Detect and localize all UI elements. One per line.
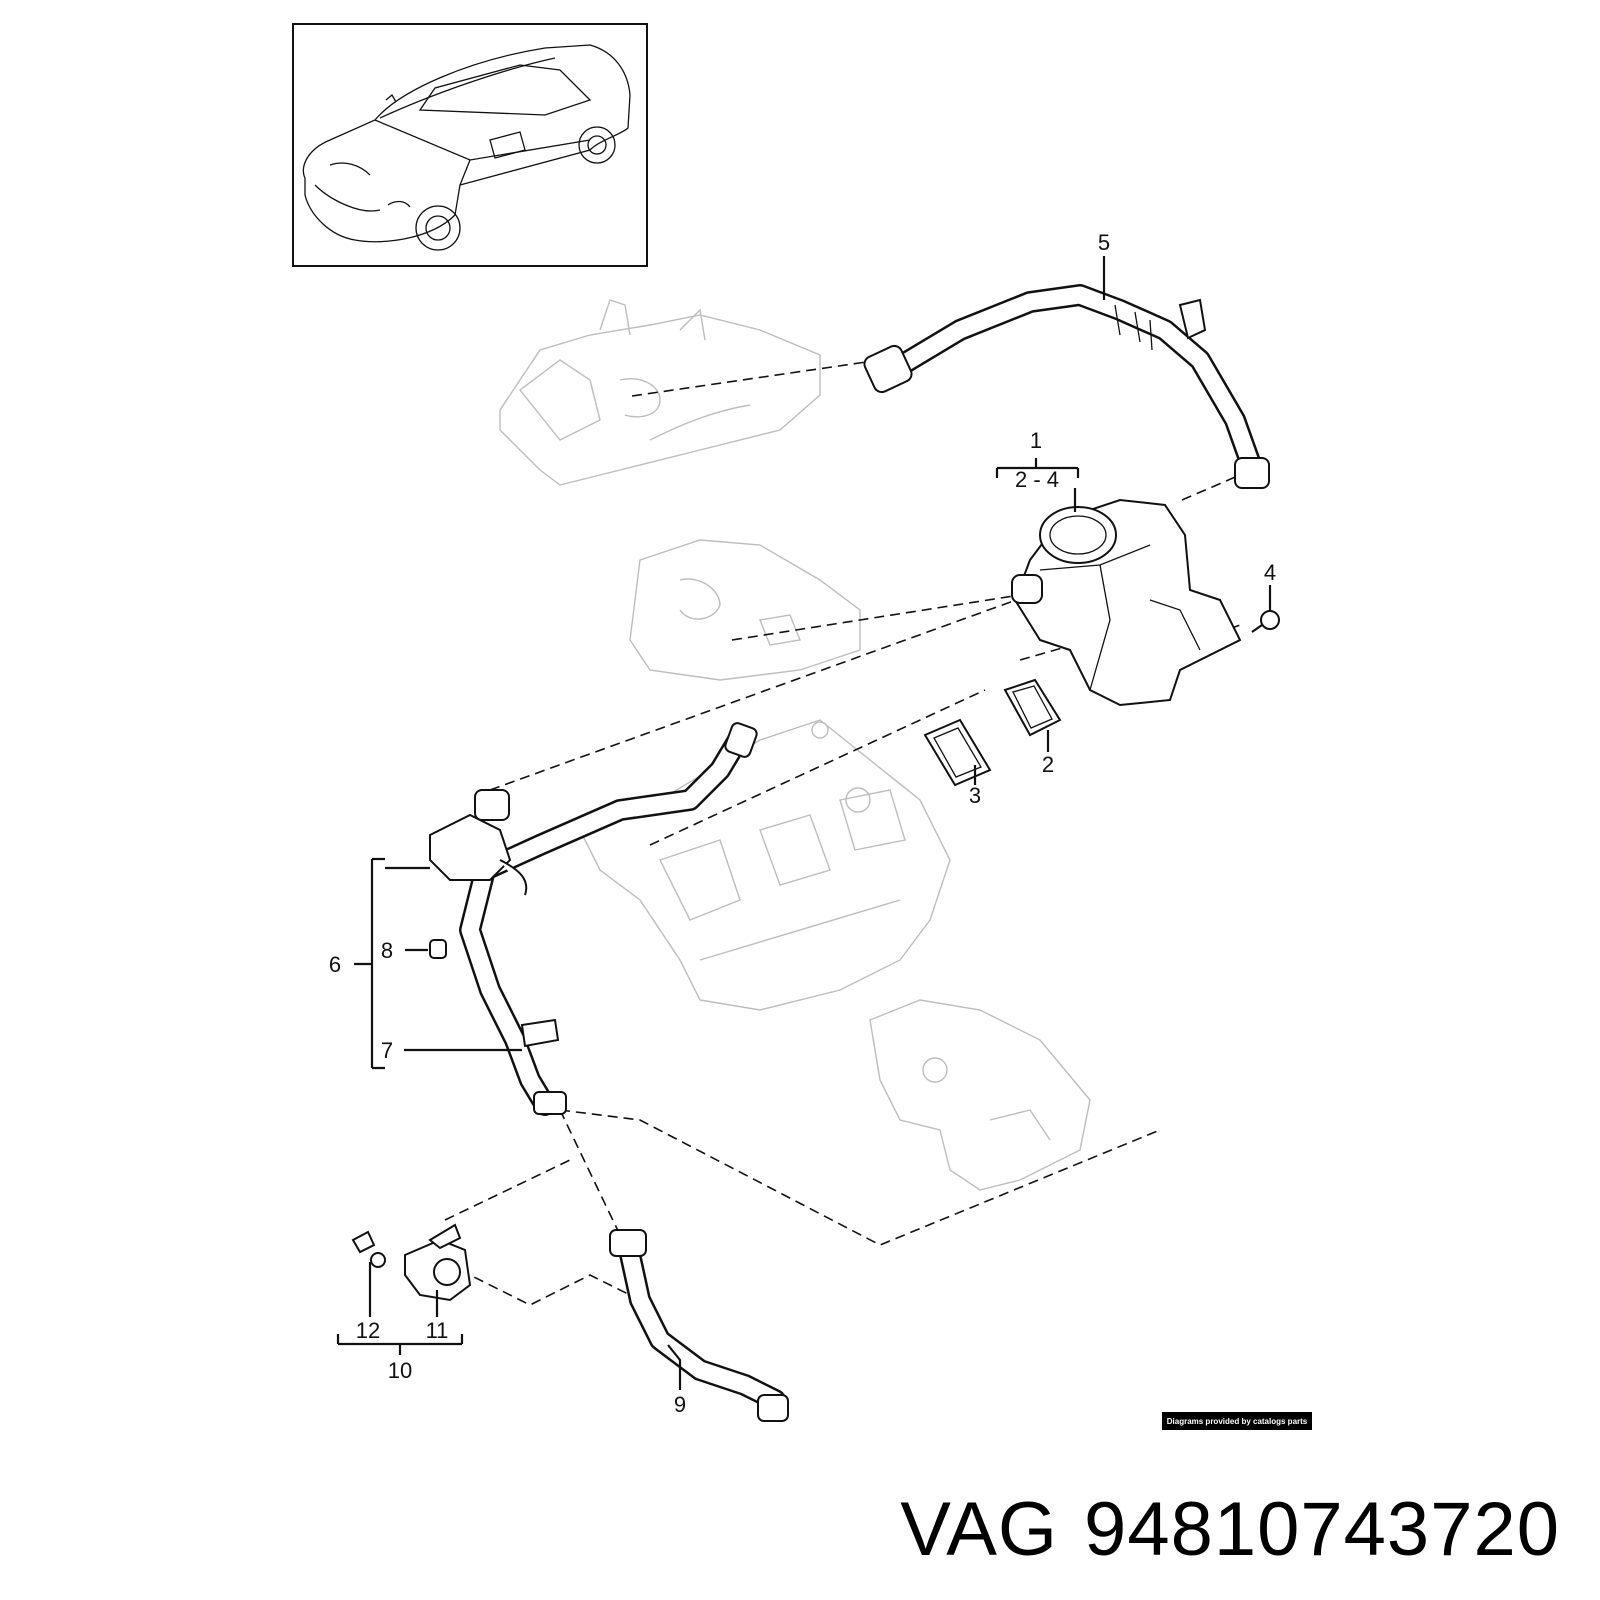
callout-9: 9	[674, 1392, 686, 1417]
engine-ghost-outline	[499, 299, 1091, 1191]
part-6-lower-tube-assembly[interactable]	[429, 721, 758, 1116]
callout-7: 7	[381, 1038, 393, 1063]
callout-labels: 1 2 - 4 5 4 2 3 6 7 8 9 10 11 12	[329, 230, 1276, 1417]
part-number-caption: VAG 94810743720	[0, 1486, 1560, 1573]
callout-6: 6	[329, 952, 341, 977]
callout-2: 2	[1042, 752, 1054, 777]
callout-10: 10	[388, 1358, 412, 1383]
part-12-clip[interactable]	[351, 1230, 386, 1268]
part-1-oil-separator[interactable]	[1011, 498, 1242, 707]
part-8-clip[interactable]	[429, 939, 447, 959]
callout-11: 11	[426, 1318, 449, 1343]
callout-5: 5	[1098, 230, 1110, 255]
callout-2-4: 2 - 4	[1015, 467, 1059, 492]
diagram-credit-badge: Diagrams provided by catalogs parts	[1162, 1412, 1312, 1430]
part-3-gasket[interactable]	[923, 718, 992, 787]
callout-4: 4	[1264, 560, 1276, 585]
part-2-gasket[interactable]	[1003, 678, 1062, 737]
part-9-lower-hose[interactable]	[609, 1229, 789, 1422]
part-4-bolt[interactable]	[1251, 610, 1280, 633]
part-11-bracket[interactable]	[404, 1223, 472, 1302]
callout-1: 1	[1030, 428, 1042, 453]
part-number: 94810743720	[1084, 1487, 1560, 1572]
assembly-dash-lines	[444, 359, 1241, 1306]
part-5-upper-hose[interactable]	[862, 284, 1270, 489]
callout-12: 12	[356, 1318, 380, 1343]
brand-name: VAG	[900, 1487, 1059, 1572]
vehicle-thumbnail	[292, 23, 648, 267]
leader-lines	[336, 256, 1272, 1390]
callout-8: 8	[381, 938, 393, 963]
callout-3: 3	[969, 783, 981, 808]
